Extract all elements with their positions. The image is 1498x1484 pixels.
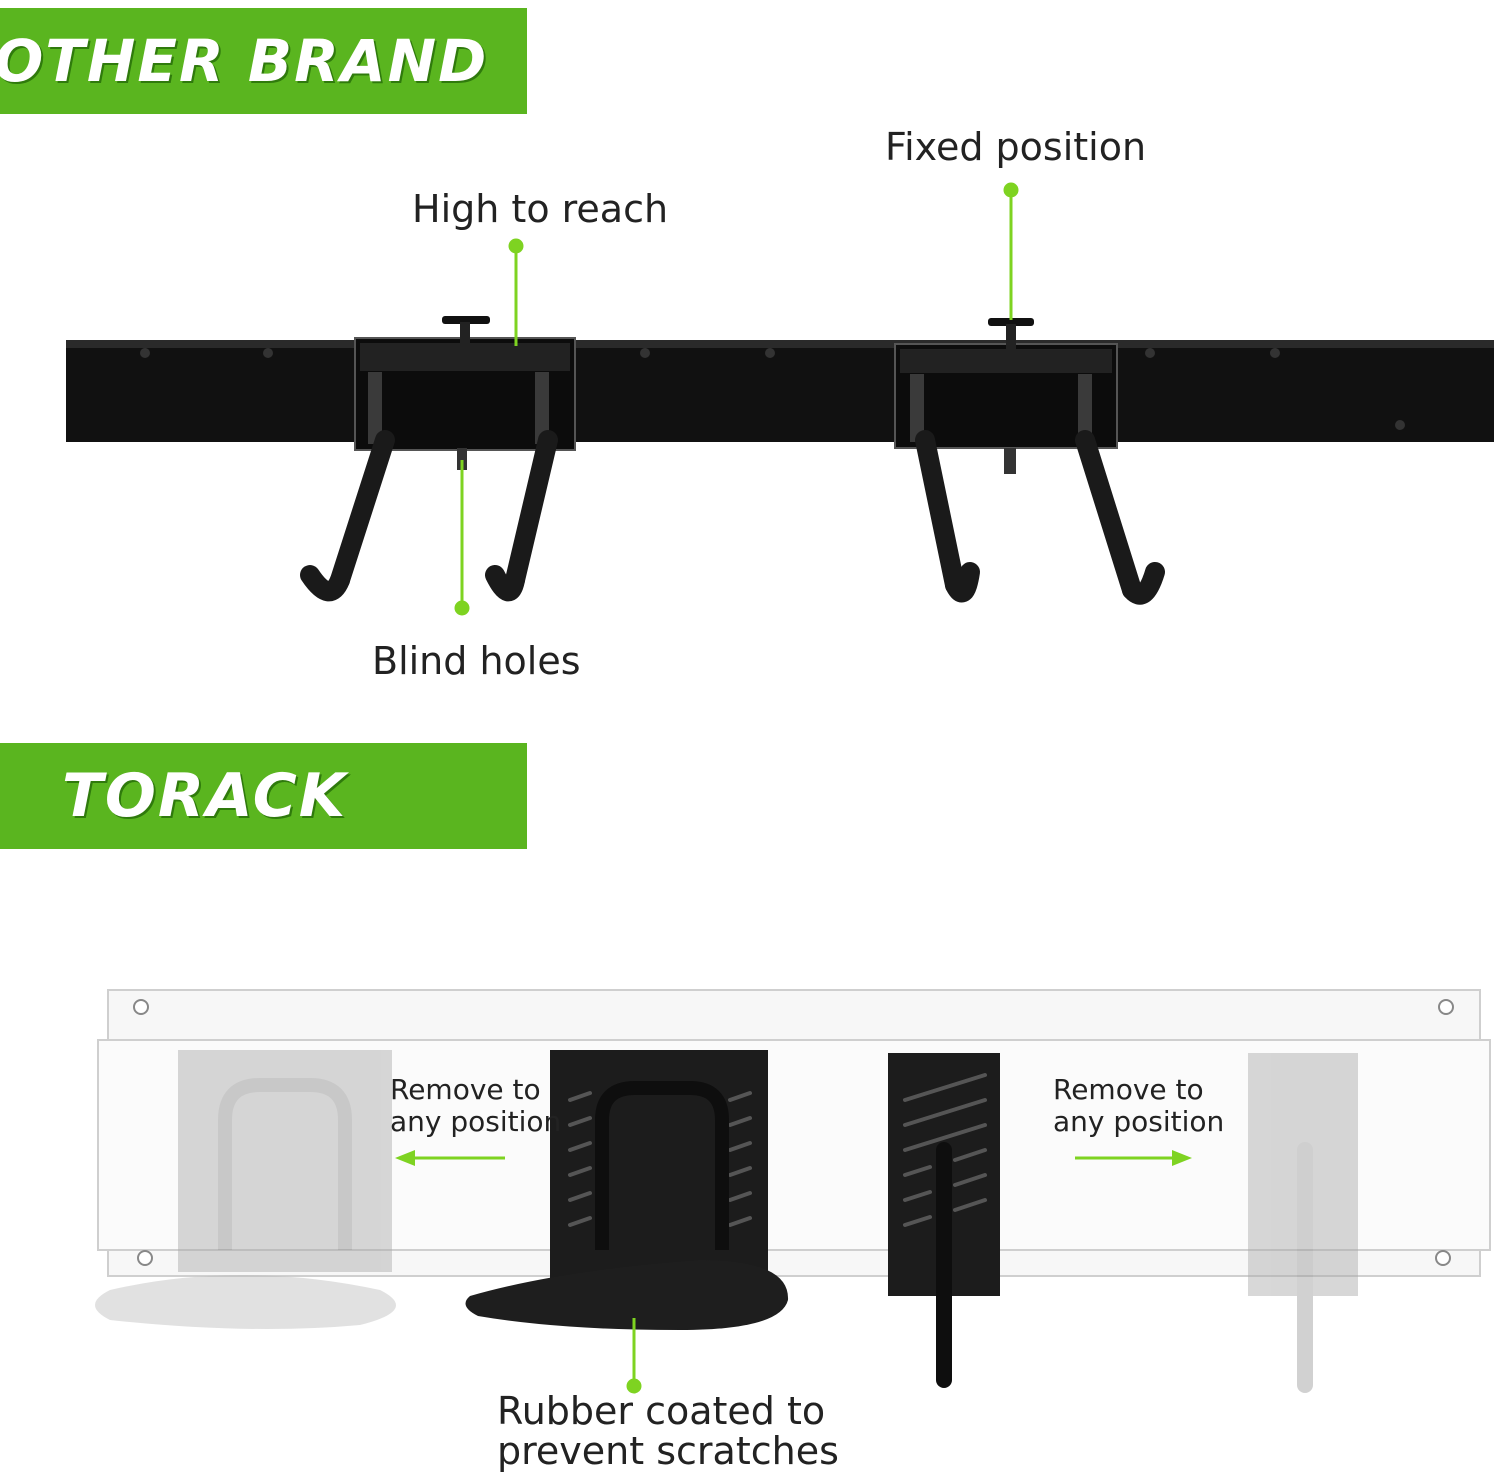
blind-holes-label: Blind holes: [372, 639, 581, 683]
other-brand-pointers: [454, 182, 1019, 616]
ghost-u-hook-left: [95, 1050, 396, 1329]
other-brand-title: OTHER BRAND: [0, 27, 489, 95]
torack-title: TORACK: [62, 761, 348, 831]
high-to-reach-label: High to reach: [412, 187, 669, 231]
arrow-left-icon: [395, 1150, 505, 1166]
remove-right-label: Remove to any position: [1053, 1073, 1225, 1139]
rubber-pointer: [626, 1318, 642, 1394]
fixed-position-label: Fixed position: [885, 125, 1147, 169]
torack-rail: [97, 989, 1491, 1277]
rubber-coated-label: Rubber coated to prevent scratches: [497, 1389, 839, 1473]
ghost-straight-hook-right: [1248, 1053, 1358, 1393]
torack-banner: TORACK: [0, 743, 527, 849]
u-hook: [465, 1050, 789, 1330]
arrow-right-icon: [1075, 1150, 1192, 1166]
straight-hook: [888, 1053, 1000, 1388]
other-brand-rail: [66, 340, 1494, 442]
other-brand-banner: OTHER BRAND: [0, 8, 527, 114]
other-brand-bracket-2: [894, 318, 1165, 605]
remove-left-label: Remove to any position: [390, 1073, 562, 1139]
other-brand-bracket-1: [300, 316, 576, 602]
